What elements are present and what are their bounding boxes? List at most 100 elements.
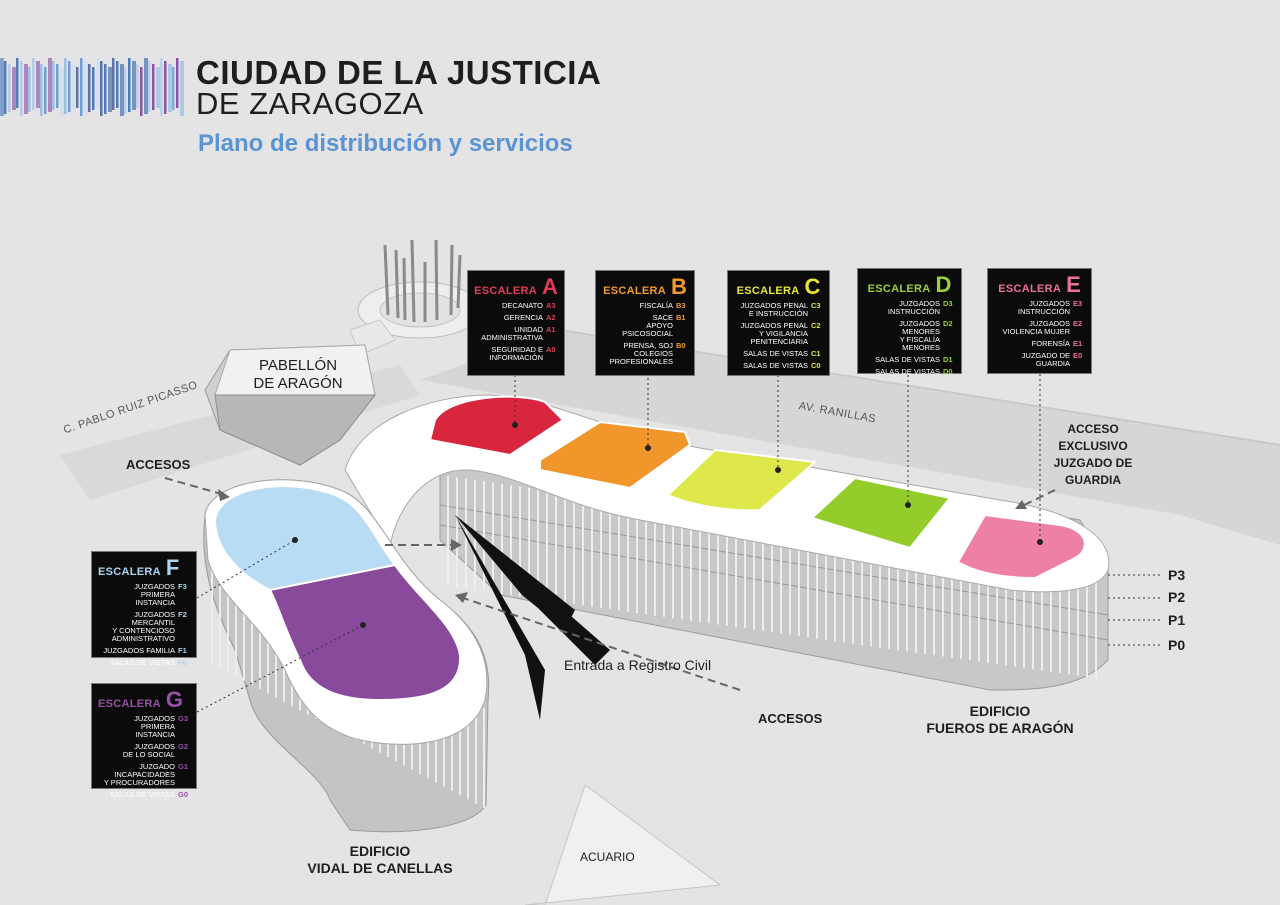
logo-bar — [108, 67, 112, 112]
stair-service-text: JUZGADOS PENAL E INSTRUCCIÓN — [740, 301, 808, 318]
logo-bar — [12, 67, 16, 110]
page-subtitle: Plano de distribución y servicios — [198, 130, 573, 157]
logo-bar — [100, 61, 103, 116]
stair-service-code: B0 — [676, 341, 686, 350]
logo-bar — [44, 67, 47, 114]
logo-bar — [28, 67, 31, 112]
logo-bar — [40, 64, 43, 116]
logo-bar — [136, 64, 139, 108]
stair-word: ESCALERA — [736, 285, 800, 297]
stair-service-code: F2 — [178, 610, 187, 619]
logo-bar — [88, 64, 91, 112]
stair-service-text: JUZGADOS MENORES Y FISCALÍA MENORES — [899, 319, 940, 352]
stair-service-code: A3 — [546, 301, 556, 310]
logo-bar — [96, 58, 100, 108]
logo-bar — [36, 61, 40, 108]
stair-service-code: C2 — [811, 321, 821, 330]
logo-bar — [24, 64, 28, 114]
floor-label-p3: P3 — [1168, 567, 1186, 583]
stair-letter: F — [165, 555, 180, 580]
stair-letter: A — [542, 274, 558, 299]
stair-service-text: SACE APOYO PSICOSOCIAL — [622, 313, 673, 338]
stair-service-text: JUZGADOS INSTRUCCIÓN — [887, 299, 940, 316]
stair-service-text: SALAS DE VISTAS — [743, 349, 808, 358]
stair-service-text: FISCALÍA — [639, 301, 673, 310]
logo-bar — [48, 58, 52, 112]
stair-service-code: A2 — [546, 313, 556, 322]
logo-bar — [32, 58, 35, 110]
logo-bar — [172, 67, 175, 110]
stair-service-text: JUZGADOS PRIMERA INSTANCIA — [134, 582, 175, 607]
stair-service-code: D1 — [943, 355, 953, 364]
logo-bar — [140, 67, 143, 116]
acceso-guardia-label: ACCESO EXCLUSIVO JUZGADO DE GUARDIA — [1053, 422, 1133, 487]
acuario-label: ACUARIO — [580, 850, 635, 864]
stair-letter: C — [804, 274, 821, 299]
logo-bar — [56, 64, 59, 108]
stair-service-code: D3 — [943, 299, 953, 308]
logo-bar — [0, 58, 4, 116]
logo-bar — [176, 58, 179, 108]
stair-service-text: SALAS DE VISTAS — [110, 658, 175, 667]
stair-letter: B — [671, 274, 687, 299]
stair-service-text: SEGURIDAD E INFORMACIÓN — [489, 345, 543, 362]
logo-bar — [92, 67, 95, 110]
floor-label-p0: P0 — [1168, 637, 1186, 653]
stair-service-text: JUZGADOS MERCANTIL Y CONTENCIOSO ADMINIS… — [111, 610, 175, 643]
logo-bar — [124, 67, 127, 114]
stair-word: ESCALERA — [998, 283, 1062, 295]
stair-word: ESCALERA — [603, 285, 666, 297]
logo-bar — [60, 67, 64, 116]
logo-bar — [156, 67, 160, 108]
access-arrowheads — [218, 489, 1027, 603]
logo-bar — [76, 67, 79, 108]
floor-pad-f — [213, 485, 397, 592]
stair-service-text: JUZGADOS INSTRUCCIÓN — [1017, 299, 1070, 316]
pabellon-building — [204, 344, 377, 466]
logo-bar — [160, 58, 163, 116]
stair-service-code: D2 — [943, 319, 953, 328]
stair-service-text: JUZGADOS FAMILIA — [103, 646, 175, 655]
stair-service-text: UNIDAD ADMINISTRATIVA — [481, 325, 543, 342]
stair-service-text: GERENCIA — [503, 313, 543, 322]
page-title-line2: DE ZARAGOZA — [196, 86, 424, 121]
stair-service-code: B1 — [676, 313, 686, 322]
pabellon-label: PABELLÓN DE ARAGÓN — [253, 357, 343, 392]
floor-pad-d — [810, 476, 952, 550]
logo-bar — [4, 61, 7, 114]
stair-service-text: SALAS DE VISTAS — [743, 361, 808, 370]
stair-service-code: E2 — [1073, 319, 1083, 328]
stair-service-code: D0 — [943, 367, 953, 376]
logo-bar — [180, 61, 184, 116]
logo-bar — [144, 58, 148, 114]
stair-service-code: G0 — [178, 790, 189, 799]
stair-service-code: C3 — [811, 301, 821, 310]
logo-mark — [0, 58, 185, 116]
stair-service-text: JUZGADO DE GUARDIA — [1021, 351, 1070, 368]
logo-bar — [84, 61, 88, 114]
stair-service-code: C0 — [811, 361, 821, 370]
logo-bar — [72, 64, 76, 110]
logo-bar — [164, 61, 167, 114]
